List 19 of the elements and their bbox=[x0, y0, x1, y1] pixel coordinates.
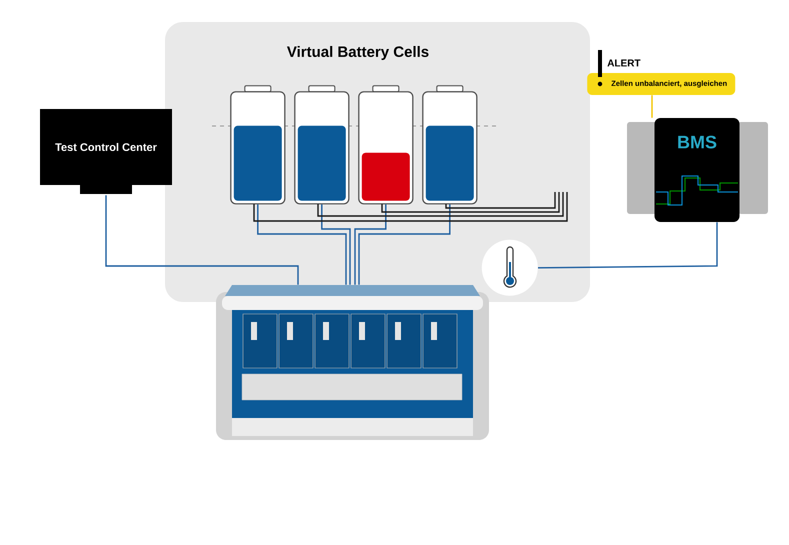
connector-line bbox=[445, 192, 556, 209]
connector-line bbox=[105, 195, 299, 285]
monitor: Test Control Center bbox=[40, 109, 172, 194]
battery bbox=[358, 85, 414, 204]
bms-device: BMS bbox=[627, 118, 768, 222]
connector-line bbox=[253, 192, 568, 222]
connector-line bbox=[538, 222, 718, 268]
connector-line bbox=[321, 204, 351, 285]
connector-line bbox=[651, 95, 653, 118]
battery bbox=[230, 85, 286, 204]
alert-heading: ALERT bbox=[607, 60, 640, 66]
rack-drawing bbox=[216, 285, 489, 440]
connector-line bbox=[381, 192, 560, 213]
battery bbox=[422, 85, 478, 204]
connector-line bbox=[358, 204, 450, 285]
connector-line bbox=[257, 204, 347, 285]
connector-line bbox=[354, 204, 386, 285]
battery bbox=[294, 85, 350, 204]
connector-line bbox=[317, 192, 564, 217]
